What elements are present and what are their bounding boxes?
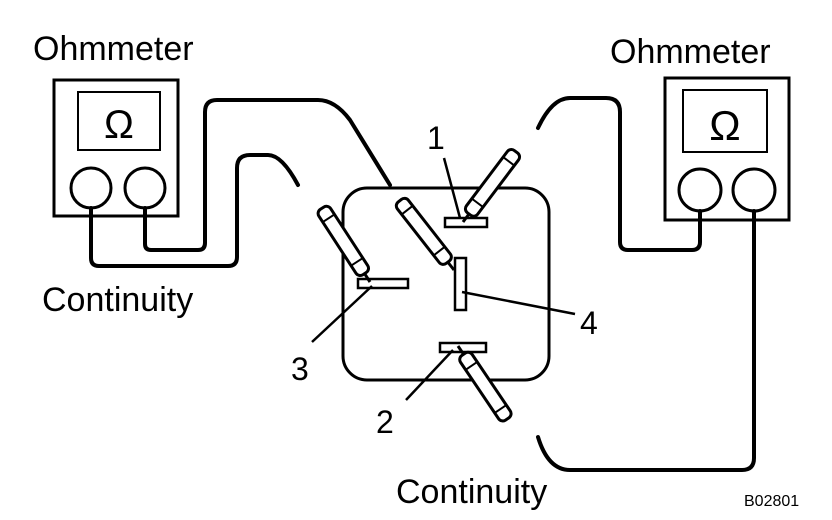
left-ohm-symbol-icon: Ω (104, 103, 134, 147)
wire-left-meter-to-terminal-3 (89, 153, 300, 268)
figure-code: B02801 (744, 493, 799, 510)
right-ohmmeter: Ω (663, 76, 791, 222)
right-meter-terminal-a (677, 167, 723, 213)
left-continuity-label: Continuity (42, 281, 193, 319)
terminal-1-label: 1 (427, 120, 445, 156)
wire-left-meter-to-terminal-4 (143, 98, 392, 252)
right-ohm-symbol-icon: Ω (709, 102, 740, 149)
relay-body (341, 186, 551, 382)
wire-right-meter-to-terminal-2 (536, 209, 756, 472)
right-meter-terminal-b (731, 167, 777, 213)
leader-line-4 (461, 290, 576, 316)
left-meter-label: Ohmmeter (33, 30, 194, 68)
wire-right-meter-to-terminal-1 (536, 96, 702, 252)
terminal-2-label: 2 (376, 404, 394, 440)
right-meter-label: Ohmmeter (610, 33, 771, 71)
left-ohmmeter: Ω (52, 78, 180, 218)
leader-line-2 (405, 349, 454, 401)
terminal-4-pin (453, 256, 468, 312)
terminal-3-label: 3 (291, 351, 309, 387)
terminal-4-label: 4 (580, 305, 598, 341)
bottom-continuity-label: Continuity (396, 473, 547, 511)
terminal-3-pin (356, 277, 410, 290)
leader-line-1 (442, 157, 462, 219)
leader-line-3 (311, 285, 373, 343)
left-meter-terminal-b (123, 166, 167, 210)
left-meter-terminal-a (69, 166, 113, 210)
terminal-2-pin (438, 341, 488, 354)
